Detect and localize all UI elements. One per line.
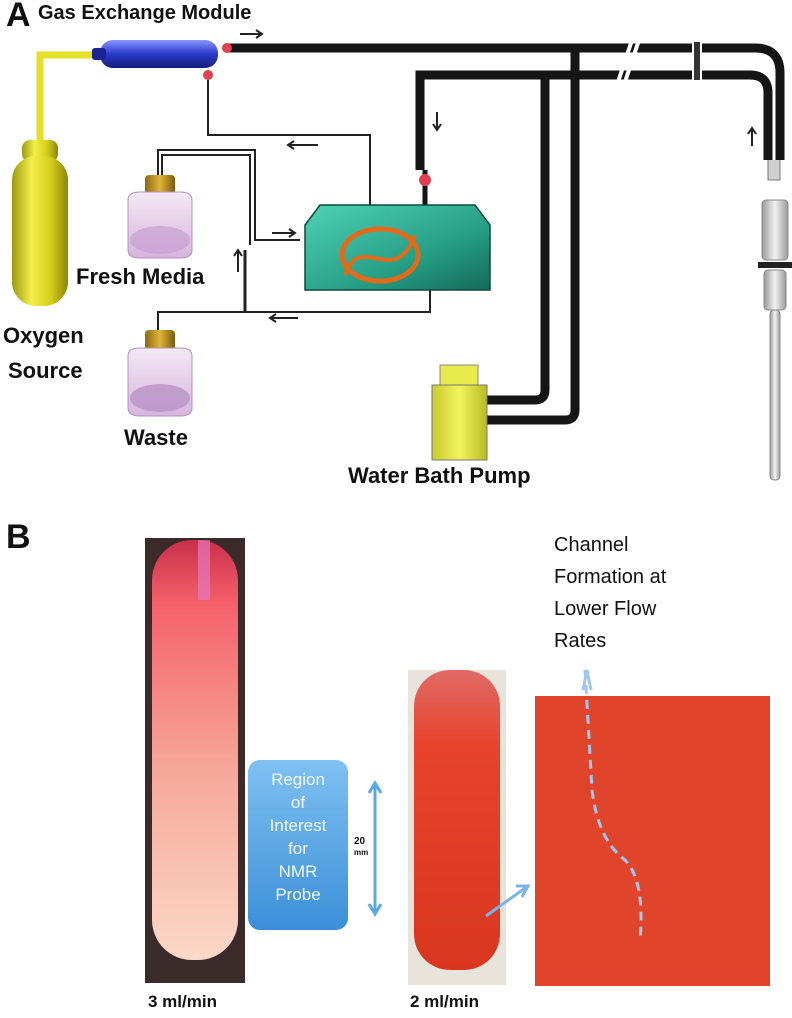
panel-b-letter: B (6, 518, 31, 556)
roi-line-6: Probe (275, 885, 321, 904)
roi-line-2: of (290, 793, 306, 812)
main-tube-top (225, 43, 785, 160)
tube-cut-marks (616, 39, 641, 83)
gas-exchange-module-label: Gas Exchange Module (38, 2, 252, 24)
peristaltic-pump (304, 204, 491, 291)
channel-path (583, 669, 643, 941)
water-bath-tube-1 (485, 52, 580, 425)
oxygen-line (36, 51, 95, 150)
zoom-arrow (485, 884, 529, 918)
main-tube-inner (415, 70, 773, 170)
tube-2ml (408, 670, 506, 985)
flow-2ml-label: 2 ml/min (410, 992, 479, 1011)
gas-exchange-module (92, 29, 264, 80)
channel-label-line3: Lower Flow (554, 598, 657, 620)
channel-label-line2: Formation at (554, 566, 667, 588)
roi-line-5: NMR (278, 862, 318, 881)
water-bath-tube-2 (485, 78, 550, 405)
roi-line-1: Region (271, 770, 325, 789)
oxygen-source-label-line2: Source (8, 358, 83, 383)
roi-text: Region of Interest for NMR Probe (248, 768, 348, 906)
channel-label-line1: Channel (554, 534, 629, 556)
roi-box (248, 760, 348, 930)
scale-unit-label: mm (354, 848, 369, 857)
panel-b-figure (145, 538, 770, 986)
scale-value-label: 20 (354, 836, 366, 847)
panel-a-letter: A (6, 0, 31, 34)
flow-3ml-label: 3 ml/min (148, 992, 217, 1011)
waste-bottle (127, 330, 193, 417)
waste-line (157, 290, 431, 330)
fresh-media-label: Fresh Media (76, 264, 205, 289)
scale-bar (367, 780, 383, 917)
oxygen-source-label-line1: Oxygen (3, 323, 84, 348)
nmr-probe (758, 160, 792, 481)
fresh-media-bottle (127, 175, 193, 259)
magnified-view (485, 669, 770, 986)
channel-label-line4: Rates (554, 630, 607, 652)
water-bath-pump-label: Water Bath Pump (348, 463, 531, 488)
oxygen-tank (12, 140, 68, 306)
fresh-media-line (157, 149, 300, 241)
gas-to-pump-line (207, 80, 371, 205)
roi-line-3: Interest (269, 816, 327, 835)
tube-3ml (145, 538, 245, 983)
water-bath-pump (431, 364, 488, 461)
panel-a-diagram (12, 29, 792, 481)
roi-line-4: for (288, 839, 308, 858)
waste-label: Waste (124, 425, 188, 450)
